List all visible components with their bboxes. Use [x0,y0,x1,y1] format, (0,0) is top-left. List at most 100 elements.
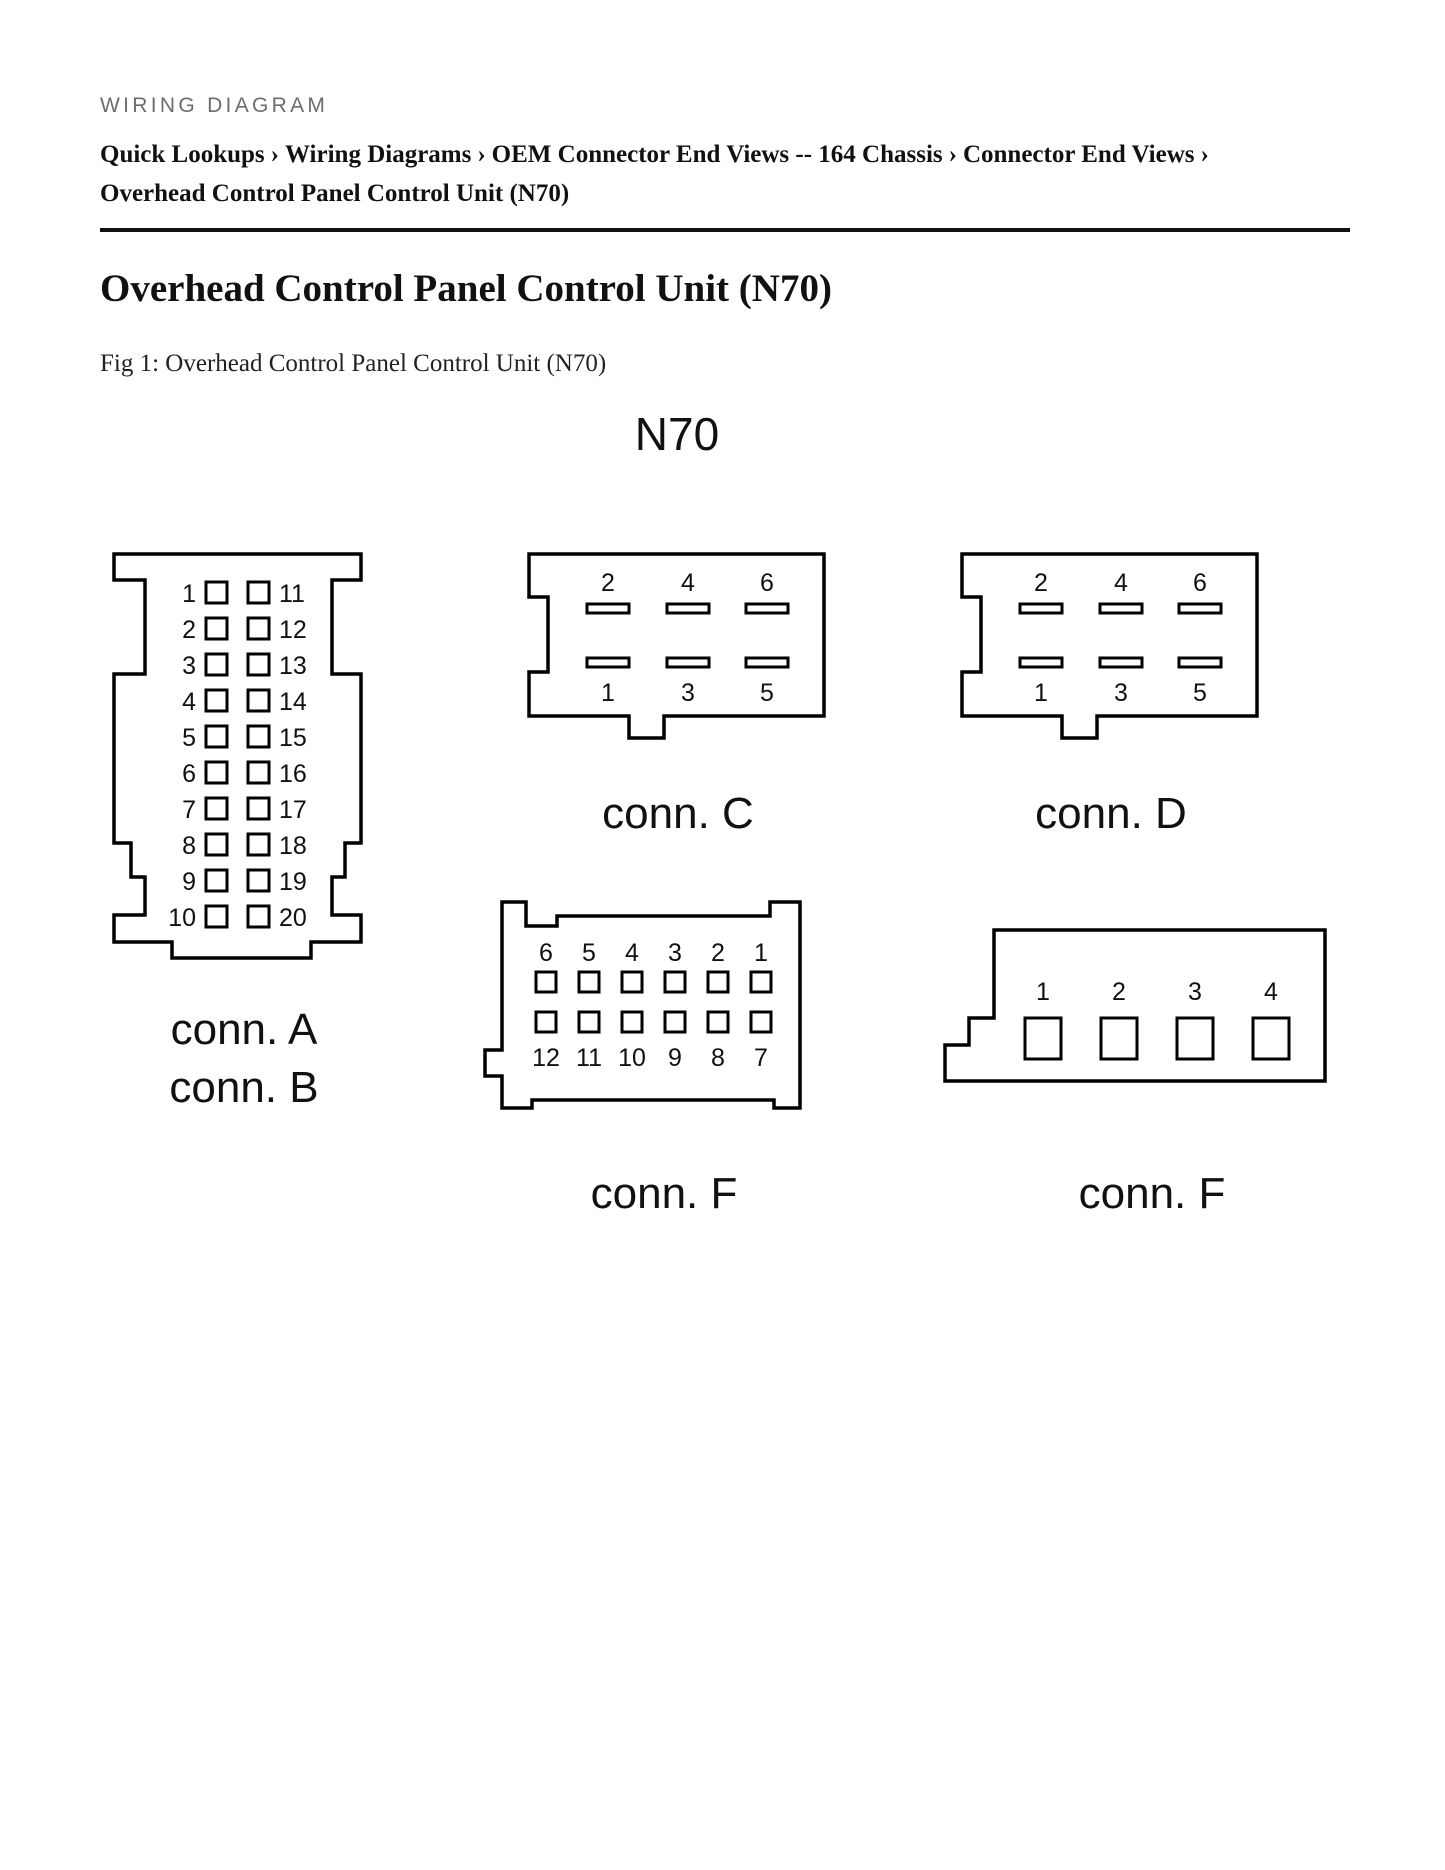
pin-label: 5 [182,724,196,752]
connector-f12-label: conn. F [591,1169,738,1218]
pin-label: 15 [279,724,307,752]
pin-label: 19 [279,868,307,896]
pin-cavity [204,832,229,857]
connector-d-label: conn. D [1035,789,1187,838]
pin-label: 16 [279,760,307,788]
pin-label: 9 [182,868,196,896]
pin-cavity [246,868,271,893]
pin-label: 8 [182,832,196,860]
pin-label: 9 [668,1044,682,1072]
pin-label: 12 [279,616,307,644]
pin-label: 1 [1036,978,1050,1006]
pin-cavity [204,580,229,605]
pin-cavity [1177,602,1223,615]
pin-cavity [1018,602,1064,615]
breadcrumb-separator: › [477,141,486,168]
pin-label: 3 [182,652,196,680]
connector-f4-label: conn. F [1079,1169,1226,1218]
breadcrumb-item-wiring-diagrams[interactable]: Wiring Diagrams [285,141,472,168]
pin-label: 3 [1188,978,1202,1006]
pin-label: 1 [182,580,196,608]
pin-cavity [246,616,271,641]
pin-cavity [534,1010,558,1034]
pin-cavity [1251,1016,1291,1061]
pin-label: 6 [760,569,774,597]
pin-label: 18 [279,832,307,860]
pin-label: 4 [182,688,196,716]
breadcrumb-separator: › [948,141,957,168]
breadcrumb-item-oem-connector-end-views[interactable]: OEM Connector End Views -- 164 Chassis [491,141,943,168]
pin-cavity [534,970,558,994]
pin-label: 2 [711,939,725,967]
pin-cavity [577,970,601,994]
pin-cavity [620,1010,644,1034]
pin-label: 3 [1114,679,1128,707]
breadcrumb-separator: › [1200,141,1209,168]
pin-cavity [246,724,271,749]
pin-label: 11 [279,580,305,608]
pin-cavity [1098,602,1144,615]
pin-label: 2 [1034,569,1048,597]
pin-cavity [1098,656,1144,669]
page-title: Overhead Control Panel Control Unit (N70… [100,267,832,310]
pin-label: 14 [279,688,307,716]
pin-cavity [246,652,271,677]
pin-label: 5 [760,679,774,707]
pin-cavity [1018,656,1064,669]
pin-cavity [744,656,790,669]
breadcrumb-item-current: Overhead Control Panel Control Unit (N70… [100,180,570,207]
breadcrumb: Quick Lookups›Wiring Diagrams›OEM Connec… [100,135,1360,213]
pin-cavity [744,602,790,615]
pin-cavity [577,1010,601,1034]
pin-label: 6 [1193,569,1207,597]
pin-label: 8 [711,1044,725,1072]
pin-label: 2 [601,569,615,597]
figure-caption: Fig 1: Overhead Control Panel Control Un… [100,350,607,377]
pin-label: 4 [1114,569,1128,597]
connector-f12-housing [483,900,802,1110]
breadcrumb-item-quick-lookups[interactable]: Quick Lookups [100,141,265,168]
pin-cavity [204,904,229,929]
pin-cavity [204,724,229,749]
connector-d-housing [960,552,1259,740]
pin-cavity [1099,1016,1139,1061]
pin-cavity [620,970,644,994]
pin-label: 20 [279,904,307,932]
pin-cavity [246,904,271,929]
pin-cavity [665,602,711,615]
pin-cavity [585,602,631,615]
pin-cavity [246,796,271,821]
pin-label: 6 [539,939,553,967]
pin-cavity [706,970,730,994]
connector-a-label: conn. A [171,1005,318,1054]
pin-label: 1 [601,679,615,707]
pin-label: 7 [182,796,196,824]
pin-label: 1 [754,939,768,967]
pin-label: 2 [1112,978,1126,1006]
connector-c-housing [527,552,826,740]
pin-cavity [585,656,631,669]
pin-cavity [1177,656,1223,669]
pin-cavity [246,688,271,713]
pin-cavity [246,832,271,857]
pin-label: 3 [668,939,682,967]
pin-label: 4 [625,939,639,967]
pin-cavity [749,970,773,994]
pin-cavity [665,656,711,669]
header-divider [100,228,1350,232]
pin-label: 10 [618,1044,646,1072]
unit-label: N70 [635,408,719,460]
pin-cavity [204,652,229,677]
pin-label: 17 [279,796,307,824]
pin-label: 6 [182,760,196,788]
breadcrumb-item-connector-end-views[interactable]: Connector End Views [962,141,1195,168]
pin-cavity [749,1010,773,1034]
pin-cavity [204,796,229,821]
pin-label: 7 [754,1044,768,1072]
pin-label: 3 [681,679,695,707]
pin-cavity [204,868,229,893]
